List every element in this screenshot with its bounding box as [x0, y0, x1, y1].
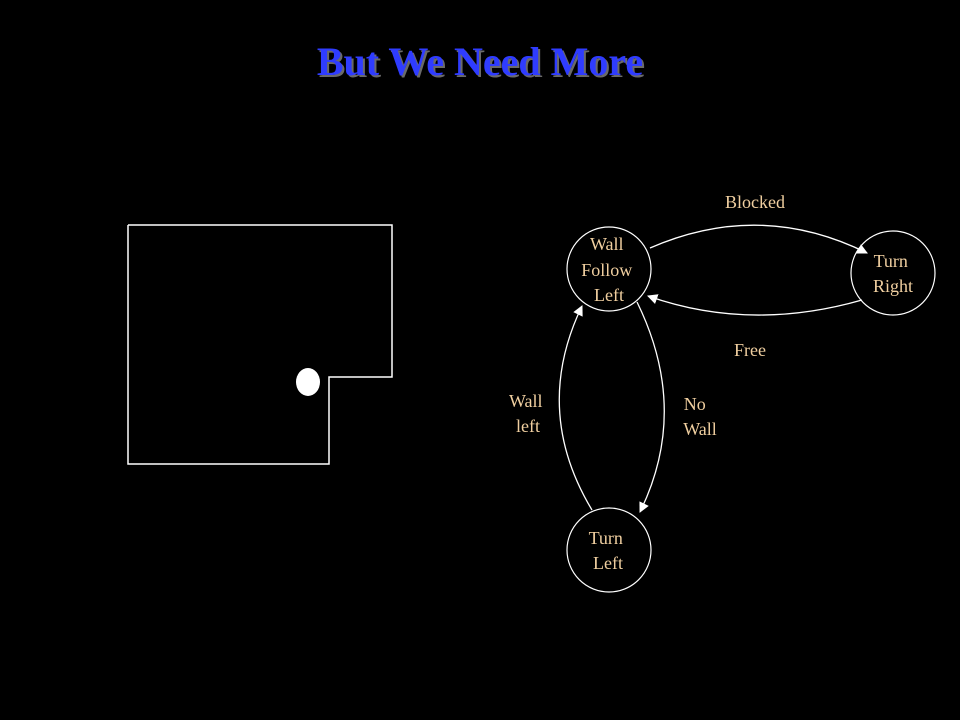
state-turn-right-circle [850, 230, 936, 316]
svg-text:Free: Free [734, 340, 766, 360]
label-blocked: Blocked [725, 192, 785, 212]
state-turn-right-line-1: Turn [874, 251, 908, 271]
state-wall-follow-left: Wall Follow Left [566, 226, 652, 312]
robot-dot [296, 368, 320, 396]
edge-wall-left [558, 305, 593, 511]
label-wall-left-line-1: Wall [509, 391, 543, 411]
state-wall-follow-left-circle [566, 226, 652, 312]
room-map [127, 224, 393, 465]
slide-title: But We Need More [316, 39, 644, 84]
edge-blocked [649, 224, 868, 254]
label-free: Free [734, 340, 766, 360]
edge-no-wall [636, 301, 665, 513]
svg-text:No Wall: No Wall [683, 394, 717, 439]
state-wall-follow-left-line-3: Left [594, 285, 624, 305]
state-turn-left-line-1: Turn [589, 528, 623, 548]
state-turn-right: Turn Right [850, 230, 936, 316]
state-turn-left-circle [566, 507, 652, 593]
label-wall-left-line-2: left [516, 416, 540, 436]
room-outline [127, 224, 393, 465]
state-wall-follow-left-line-2: Follow [581, 260, 632, 280]
svg-text:Wall Follow Le: Wall Follow Left [581, 234, 637, 305]
svg-text:Blocked: Blocked [725, 192, 785, 212]
label-no-wall-line-2: Wall [683, 419, 717, 439]
svg-text:Turn Left: Turn Left [589, 528, 628, 573]
edge-free [647, 294, 863, 316]
state-wall-follow-left-line-1: Wall [590, 234, 624, 254]
state-turn-right-line-2: Right [873, 276, 913, 296]
svg-text:Turn Right: Turn Right [873, 251, 913, 296]
label-no-wall-line-1: No [684, 394, 706, 414]
state-turn-left: Turn Left [566, 507, 652, 593]
state-turn-left-line-2: Left [593, 553, 623, 573]
svg-text:Wall left: Wall left [509, 391, 547, 436]
